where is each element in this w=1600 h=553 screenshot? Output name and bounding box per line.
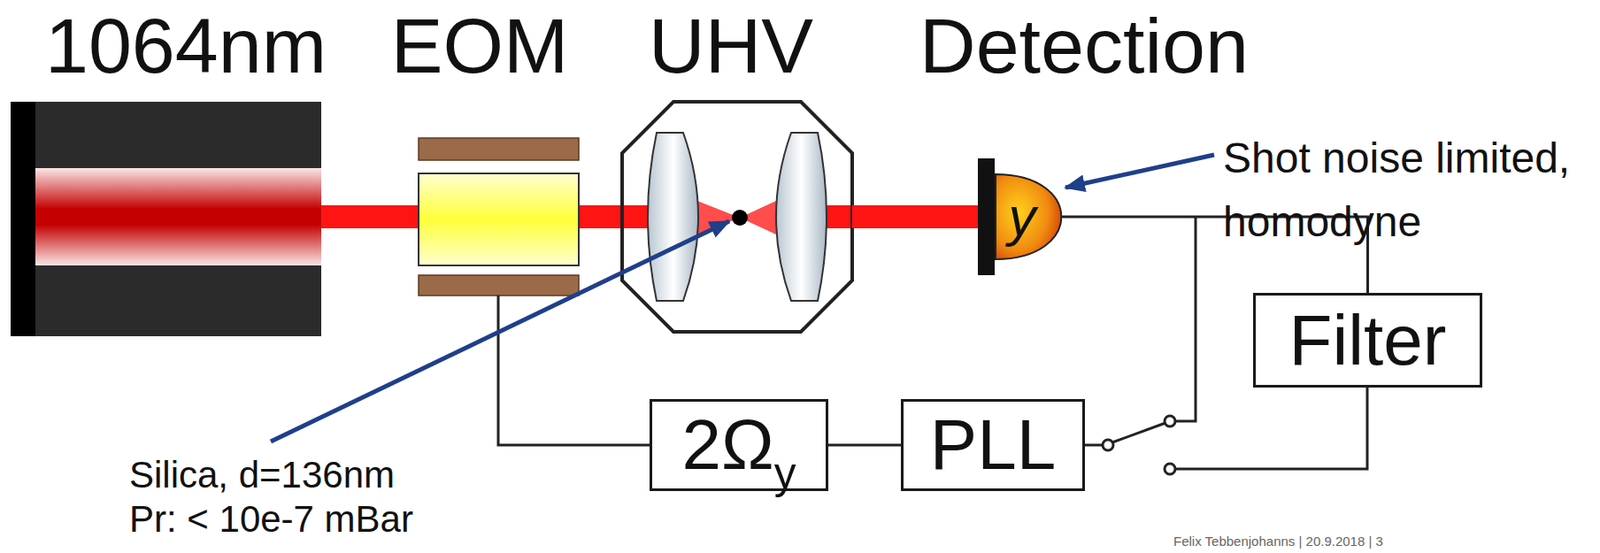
component-heading: UHV <box>648 7 814 85</box>
pressure-note: Pr: < 10e-7 mBar <box>129 500 414 539</box>
switch-contact <box>1164 415 1176 427</box>
eom-electrode <box>418 138 579 161</box>
switch-blade <box>1112 423 1166 443</box>
laser-end <box>10 101 36 337</box>
lens <box>647 132 699 301</box>
photodetector: y <box>994 173 1062 261</box>
laser-body <box>10 101 322 337</box>
lens <box>776 132 827 301</box>
wire <box>1084 444 1103 447</box>
box-text: Filter <box>1289 300 1447 380</box>
particle-note: Silica, d=136nm <box>129 456 395 494</box>
nanoparticle <box>731 209 748 226</box>
laser-beam <box>852 205 978 229</box>
box-label: PLL <box>930 409 1056 481</box>
laser-rod <box>35 168 322 266</box>
eom-electrode <box>418 275 579 296</box>
footer-text: Felix Tebbenjohanns | 20.9.2018 | 3 <box>1173 534 1384 548</box>
detector-mount <box>977 158 995 276</box>
callout-note: Shot noise limited, homodyne <box>1223 126 1591 254</box>
box-text: PLL <box>930 405 1056 485</box>
vacuum-chamber <box>622 101 853 332</box>
component-heading: Detection <box>919 7 1249 85</box>
process-box: Filter <box>1253 292 1483 388</box>
wire <box>498 295 650 446</box>
switch-pivot <box>1102 439 1114 451</box>
box-label: 2Ωy <box>681 409 796 481</box>
box-label: Filter <box>1289 305 1447 377</box>
switch-contact <box>1164 463 1176 475</box>
box-text: y <box>1008 185 1037 247</box>
box-text: 2Ω <box>681 405 774 485</box>
process-box: 2Ωy <box>649 399 829 492</box>
component-heading: 1064nm <box>45 7 327 85</box>
wire <box>1175 216 1196 422</box>
leader-arrow <box>1065 154 1215 188</box>
eom-crystal <box>418 173 579 266</box>
wire <box>1175 387 1368 470</box>
process-box: PLL <box>900 399 1085 492</box>
subscript: y <box>774 452 797 497</box>
signal-wire <box>828 444 901 447</box>
detector-outline <box>995 174 1062 260</box>
component-heading: EOM <box>391 7 569 85</box>
box-label: y <box>1008 189 1037 245</box>
